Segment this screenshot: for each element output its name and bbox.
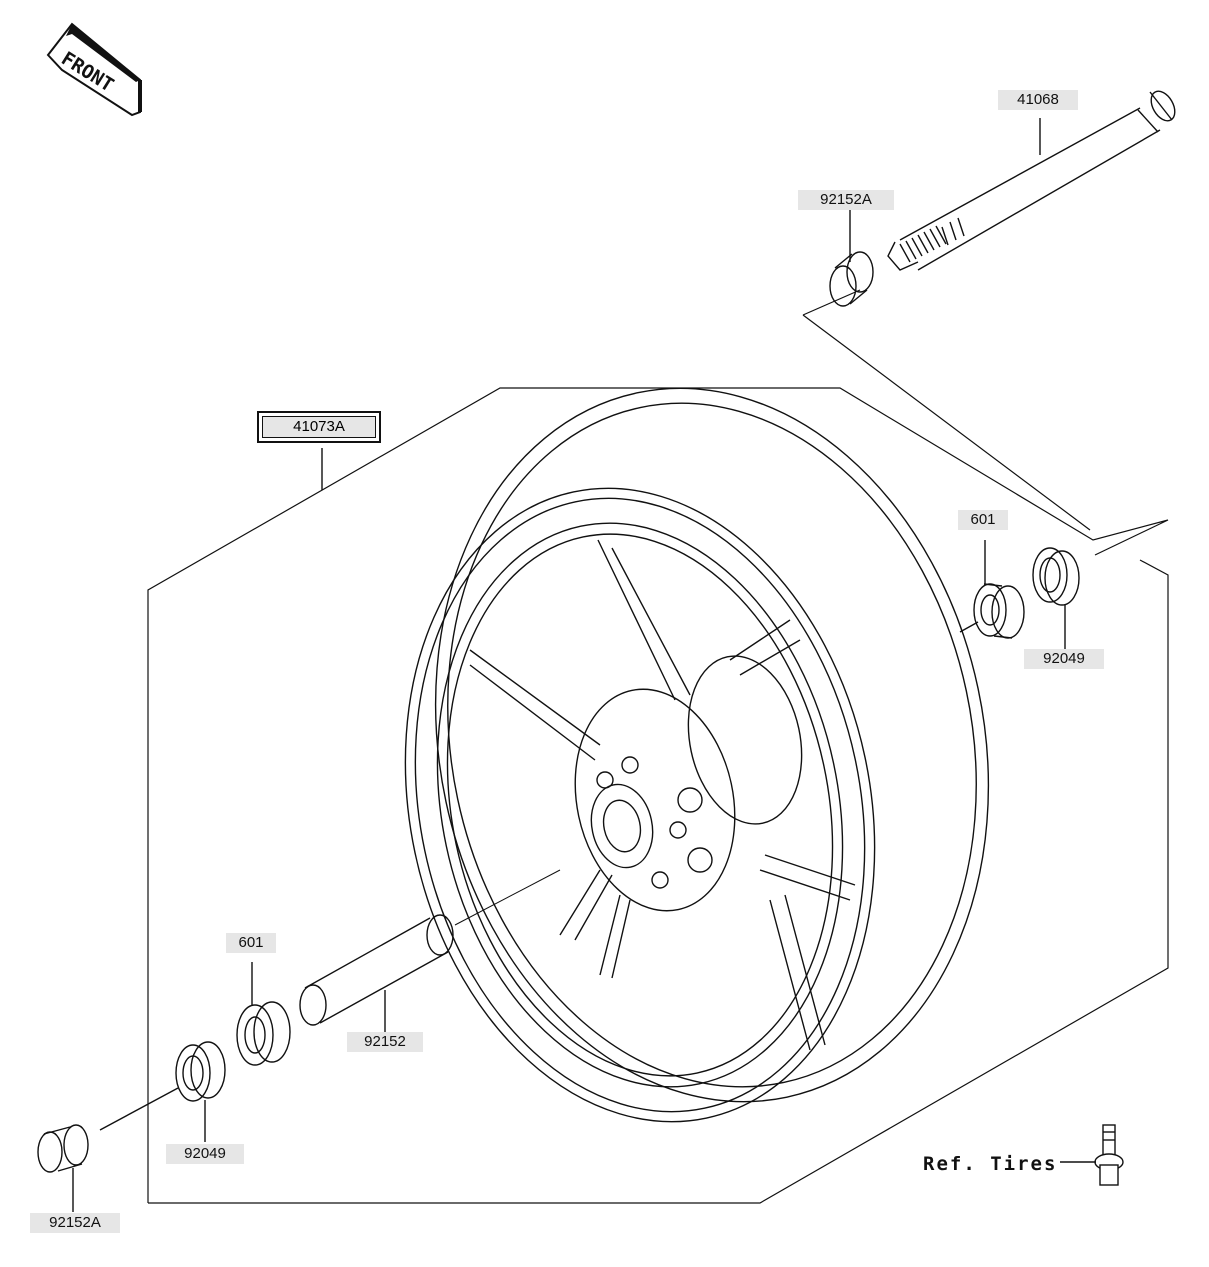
label-41073a[interactable]: 41073A — [257, 411, 381, 443]
front-arrow-icon: FRONT — [46, 22, 142, 117]
spacer-shape — [299, 914, 454, 1026]
label-92152a-right[interactable]: 92152A — [798, 190, 894, 210]
bearing-left-shape — [236, 1001, 291, 1066]
label-92152a-left[interactable]: 92152A — [30, 1213, 120, 1233]
collar-left-shape — [37, 1124, 89, 1173]
label-92049-right[interactable]: 92049 — [1024, 649, 1104, 669]
bearing-right-shape — [973, 583, 1025, 639]
label-41073a-text: 41073A — [262, 416, 376, 438]
tire-valve-icon — [1060, 1124, 1124, 1186]
label-601-left[interactable]: 601 — [226, 933, 276, 953]
assembly-outline — [147, 289, 1169, 1204]
wheel-shape — [404, 387, 990, 1123]
label-92049-left[interactable]: 92049 — [166, 1144, 244, 1164]
axle-shape — [887, 90, 1176, 271]
ref-tires-link[interactable]: Ref. Tires — [923, 1153, 1058, 1175]
seal-left-shape — [175, 1041, 226, 1102]
label-92152[interactable]: 92152 — [347, 1032, 423, 1052]
label-601-right[interactable]: 601 — [958, 510, 1008, 530]
collar-right-shape — [829, 251, 874, 307]
seal-right-shape — [1032, 547, 1080, 606]
label-41068[interactable]: 41068 — [998, 90, 1078, 110]
